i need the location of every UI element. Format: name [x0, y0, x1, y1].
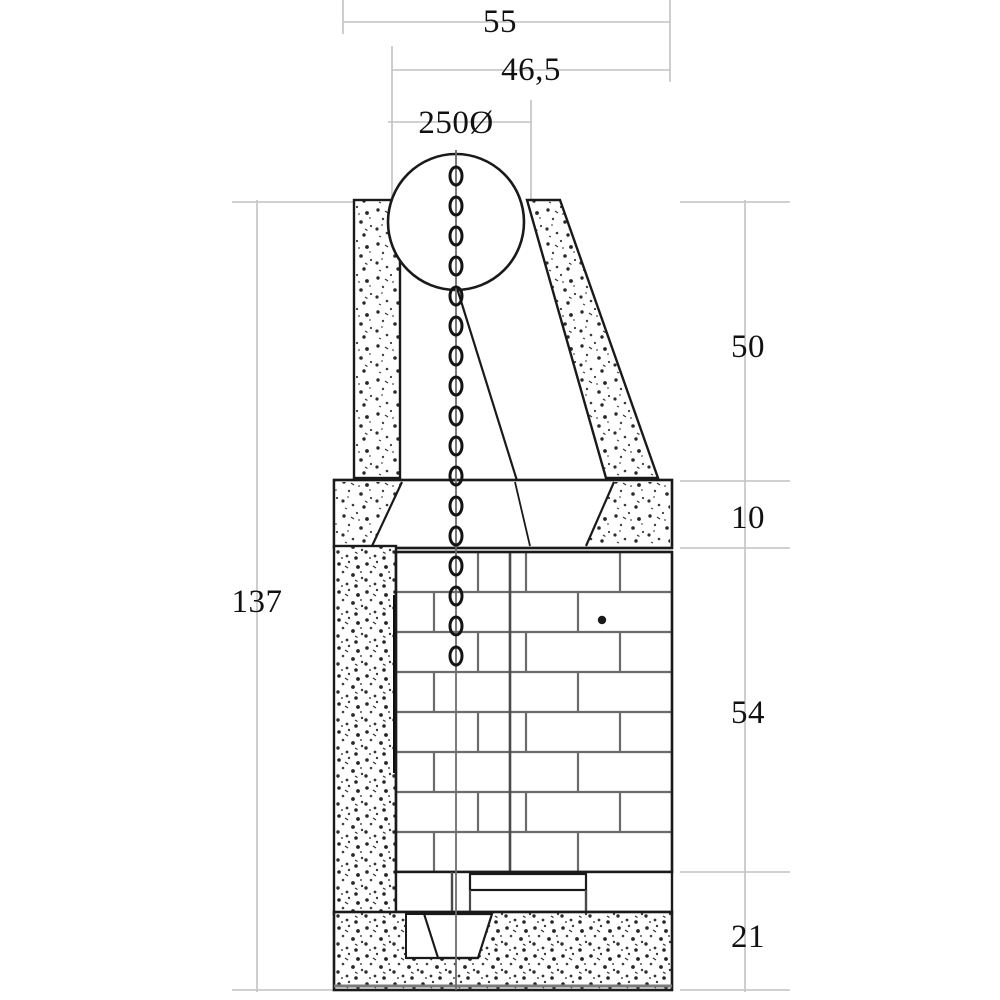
brick-head-joints: [432, 552, 622, 872]
right-wall-sloped-concrete: [525, 198, 660, 480]
dim-label-55: 55: [483, 4, 517, 40]
dim-label-46-5: 46,5: [501, 52, 561, 88]
concrete-lintel-band: [332, 478, 674, 550]
dim-label-54: 54: [731, 695, 765, 731]
dim-label-137: 137: [232, 584, 283, 620]
brick-courses: [396, 590, 672, 834]
dimension-lines: [232, 0, 790, 992]
hearth-slab: [394, 870, 674, 914]
reference-point-dot: [597, 615, 607, 625]
dimension-labels: 55 46,5 250Ø 137 50 10 54 21: [232, 4, 765, 955]
dim-label-250d: 250Ø: [418, 105, 493, 141]
left-lower-wall-concrete: [332, 544, 398, 916]
dim-label-50: 50: [731, 329, 765, 365]
firebox-brick-lining: [394, 550, 674, 874]
dim-label-21: 21: [731, 919, 765, 955]
chain-centerline: [448, 150, 464, 990]
dim-label-10: 10: [731, 500, 765, 536]
foundation-concrete-base: [332, 910, 674, 992]
